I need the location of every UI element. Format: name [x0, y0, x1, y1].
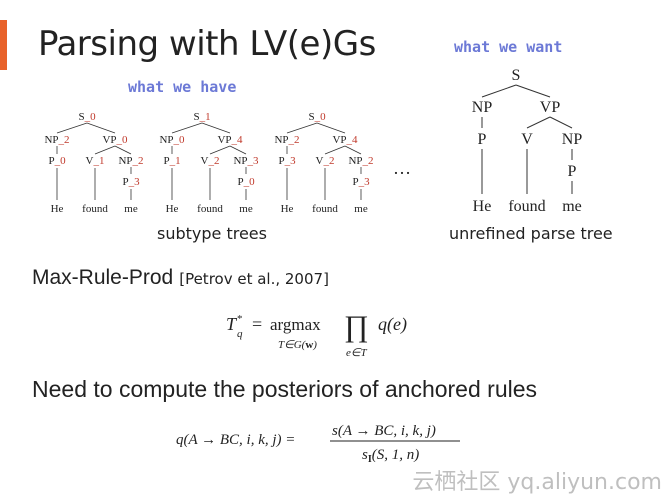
tree-node-np: NP_2: [44, 134, 69, 146]
unrefined-node-p2: P: [568, 163, 577, 180]
unrefined-leaf-word: me: [562, 198, 582, 215]
svg-text:argmax: argmax: [270, 315, 321, 334]
what-we-have-label: what we have: [128, 78, 237, 96]
tree-node-p2: P_0: [237, 176, 255, 188]
svg-text:q: q: [237, 328, 243, 340]
tree-node-v: V_2: [201, 155, 220, 167]
watermark: 云栖社区 yq.aliyun.com: [412, 470, 662, 495]
svg-text:e∈T: e∈T: [346, 347, 367, 359]
tree-node-p: P_0: [48, 155, 66, 167]
svg-text:*: *: [237, 313, 243, 325]
max-rule-prod-equation: T * q = argmax T∈G(w) ∏ e∈T q(e): [226, 310, 407, 359]
tree-node-v: V_2: [316, 155, 335, 167]
tree-node-vp: VP_4: [217, 134, 243, 146]
tree-leaf-word: me: [239, 203, 253, 215]
unrefined-node-np2: NP: [562, 131, 583, 148]
tree-node-p2: P_3: [352, 176, 370, 188]
svg-text:sI(S, 1, n): sI(S, 1, n): [362, 447, 419, 465]
tree-node-vp: VP_0: [102, 134, 128, 146]
tree-node-p2: P_3: [122, 176, 140, 188]
subtype-tree: S_0NP_2 VP_0P_0 V_1 NP_2P_3He found me: [44, 111, 143, 215]
tree-node-p: P_3: [278, 155, 296, 167]
tree-node-np2: NP_2: [348, 155, 373, 167]
tree-leaf-word: found: [312, 203, 338, 215]
tree-leaf-word: He: [281, 203, 294, 215]
tree-leaf-word: He: [166, 203, 179, 215]
tree-node-np2: NP_2: [118, 155, 143, 167]
unrefined-tree-caption: unrefined parse tree: [449, 224, 613, 243]
svg-text:∏: ∏: [344, 310, 369, 343]
tree-leaf-word: me: [354, 203, 368, 215]
method-name: Max-Rule-Prod: [32, 266, 174, 289]
unrefined-node-root: S: [512, 67, 521, 84]
svg-text:T: T: [226, 314, 238, 334]
unrefined-leaf-word: He: [473, 198, 492, 215]
svg-text:q(A → BC, i, k, j) =: q(A → BC, i, k, j) =: [176, 432, 295, 448]
unrefined-node-np: NP: [472, 99, 493, 116]
tree-leaf-word: me: [124, 203, 138, 215]
tree-node-np2: NP_3: [233, 155, 259, 167]
tree-leaf-word: found: [82, 203, 108, 215]
subtype-trees-caption: subtype trees: [157, 224, 267, 243]
svg-text:=: =: [252, 314, 262, 334]
method-citation: [Petrov et al., 2007]: [179, 270, 329, 288]
svg-text:q(e): q(e): [378, 314, 407, 335]
slide-title: Parsing with LV(e)Gs: [38, 24, 376, 64]
unrefined-node-v: V: [521, 131, 533, 148]
tree-node-v: V_1: [86, 155, 105, 167]
anchored-rule-posterior-equation: q(A → BC, i, k, j) = s(A → BC, i, k, j) …: [176, 423, 460, 465]
tree-node-p: P_1: [163, 155, 180, 167]
tree-node-vp: VP_4: [332, 134, 358, 146]
unrefined-leaf-word: found: [508, 198, 545, 215]
accent-bar: [0, 20, 7, 70]
tree-node-root: S_1: [193, 111, 210, 123]
method-line: Max-Rule-Prod [Petrov et al., 2007]: [32, 266, 329, 290]
tree-node-np: NP_0: [159, 134, 185, 146]
ellipsis: …: [393, 158, 411, 178]
tree-node-root: S_0: [78, 111, 96, 123]
tree-leaf-word: He: [51, 203, 64, 215]
unrefined-node-p: P: [478, 131, 487, 148]
tree-node-np: NP_2: [274, 134, 299, 146]
posterior-heading: Need to compute the posteriors of anchor…: [32, 376, 538, 402]
what-we-want-label: what we want: [454, 38, 563, 56]
svg-text:T∈G(w): T∈G(w): [278, 339, 317, 351]
unrefined-node-vp: VP: [540, 99, 561, 116]
subtype-tree: S_1NP_0 VP_4P_1 V_2 NP_3P_0He found me: [159, 111, 259, 215]
svg-text:s(A → BC, i, k, j): s(A → BC, i, k, j): [332, 423, 436, 439]
tree-node-root: S_0: [308, 111, 326, 123]
tree-leaf-word: found: [197, 203, 223, 215]
